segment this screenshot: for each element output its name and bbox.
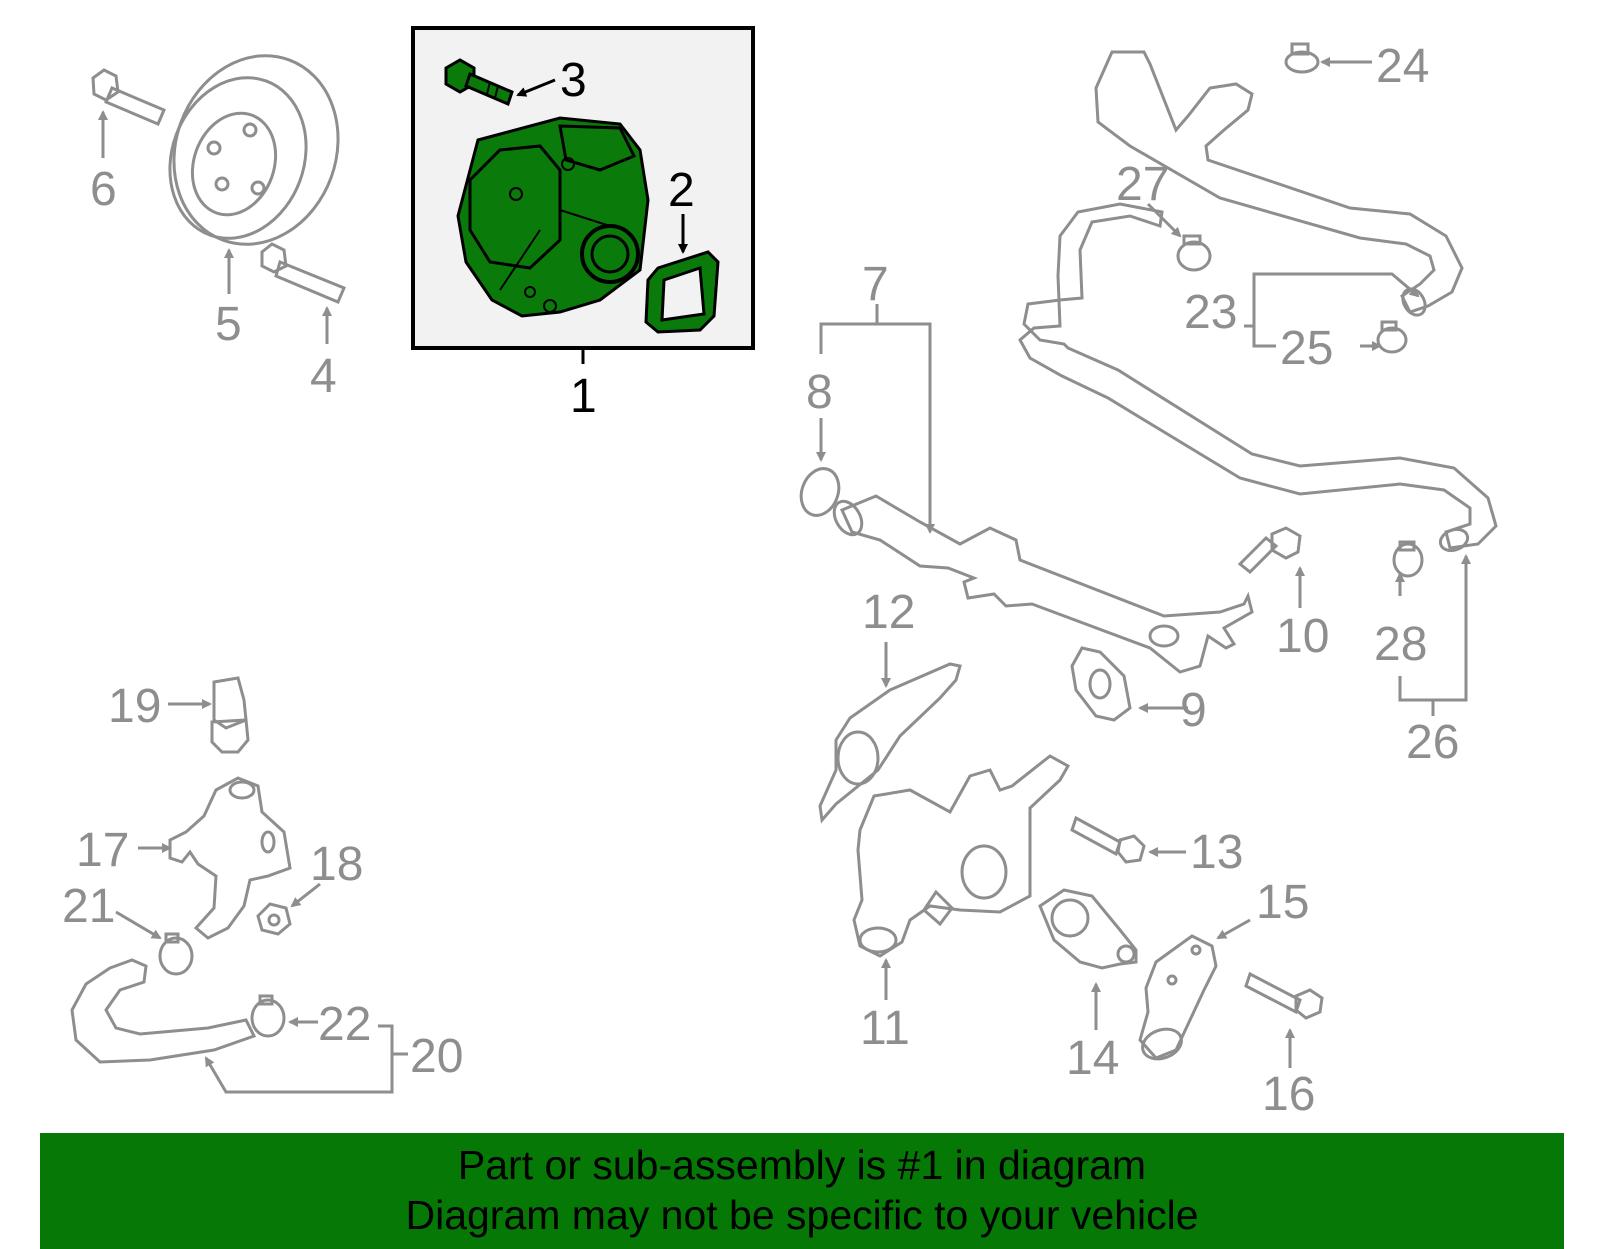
callout-13[interactable]: 13 bbox=[1190, 826, 1243, 879]
callout-22[interactable]: 22 bbox=[318, 998, 371, 1051]
part-4-bolt[interactable] bbox=[260, 242, 346, 304]
part-27-clamp[interactable] bbox=[1176, 234, 1212, 272]
callout-25[interactable]: 25 bbox=[1280, 322, 1333, 375]
svg-text:10: 10 bbox=[1276, 610, 1329, 663]
callout-18[interactable]: 18 bbox=[310, 838, 363, 891]
part-24-clamp[interactable] bbox=[1284, 42, 1320, 74]
part-7-pipe[interactable] bbox=[829, 494, 1254, 674]
svg-text:23: 23 bbox=[1184, 286, 1237, 339]
callout-9[interactable]: 9 bbox=[1180, 684, 1207, 737]
svg-text:17: 17 bbox=[76, 824, 129, 877]
part-22-clamp[interactable] bbox=[250, 994, 286, 1038]
callout-26[interactable]: 26 bbox=[1406, 716, 1459, 769]
part-1-water-pump[interactable] bbox=[456, 116, 650, 318]
svg-text:12: 12 bbox=[862, 586, 915, 639]
part-18-nut[interactable] bbox=[256, 902, 292, 936]
svg-text:26: 26 bbox=[1406, 716, 1459, 769]
svg-text:8: 8 bbox=[806, 366, 833, 419]
part-8-oring[interactable] bbox=[795, 463, 845, 520]
callout-20[interactable]: 20 bbox=[410, 1030, 463, 1083]
part-12-gasket[interactable] bbox=[818, 662, 962, 824]
callout-11[interactable]: 11 bbox=[860, 1002, 910, 1055]
part-21-clamp[interactable] bbox=[158, 932, 194, 976]
svg-text:24: 24 bbox=[1376, 40, 1429, 93]
callout-5[interactable]: 5 bbox=[215, 298, 242, 351]
part-13-bolt[interactable] bbox=[1070, 815, 1146, 864]
part-3-bolt[interactable] bbox=[444, 58, 514, 107]
callout-27[interactable]: 27 bbox=[1116, 158, 1169, 211]
callout-17[interactable]: 17 bbox=[76, 824, 129, 877]
part-5-pulley[interactable] bbox=[148, 32, 364, 267]
svg-text:2: 2 bbox=[668, 164, 695, 217]
callout-19[interactable]: 19 bbox=[108, 680, 161, 733]
part-10-bolt[interactable] bbox=[1237, 526, 1302, 575]
part-16-bolt[interactable] bbox=[1244, 971, 1324, 1020]
svg-text:1: 1 bbox=[570, 370, 597, 423]
callout-24[interactable]: 24 bbox=[1376, 40, 1429, 93]
callout-3[interactable]: 3 bbox=[516, 54, 587, 107]
callout-23[interactable]: 23 bbox=[1184, 286, 1237, 339]
callout-2[interactable]: 2 bbox=[668, 164, 695, 254]
callout-7[interactable]: 7 bbox=[862, 258, 889, 311]
svg-text:3: 3 bbox=[560, 54, 587, 107]
callout-28[interactable]: 28 bbox=[1374, 618, 1427, 671]
svg-text:13: 13 bbox=[1190, 826, 1243, 879]
part-19-sensor[interactable] bbox=[210, 676, 250, 754]
part-2-gasket[interactable] bbox=[644, 250, 720, 334]
svg-text:16: 16 bbox=[1262, 1068, 1315, 1121]
part-26-hose[interactable] bbox=[1018, 202, 1498, 554]
callout-1[interactable]: 1 bbox=[570, 350, 597, 423]
svg-text:19: 19 bbox=[108, 680, 161, 733]
svg-text:27: 27 bbox=[1116, 158, 1169, 211]
callout-6[interactable]: 6 bbox=[90, 163, 117, 216]
callout-4[interactable]: 4 bbox=[310, 350, 337, 403]
svg-text:4: 4 bbox=[310, 350, 337, 403]
callout-10[interactable]: 10 bbox=[1276, 610, 1329, 663]
svg-text:20: 20 bbox=[410, 1030, 463, 1083]
part-28-clamp[interactable] bbox=[1392, 540, 1424, 578]
callout-leaders bbox=[98, 57, 1471, 1094]
callout-8[interactable]: 8 bbox=[806, 366, 833, 419]
callout-14[interactable]: 14 bbox=[1066, 1032, 1119, 1085]
svg-text:5: 5 bbox=[215, 298, 242, 351]
callout-12[interactable]: 12 bbox=[862, 586, 915, 639]
svg-text:14: 14 bbox=[1066, 1032, 1119, 1085]
part-6-bolt[interactable] bbox=[91, 68, 166, 126]
part-11-housing[interactable] bbox=[852, 754, 1071, 958]
svg-text:28: 28 bbox=[1374, 618, 1427, 671]
part-9-gasket[interactable] bbox=[1070, 646, 1132, 722]
svg-text:25: 25 bbox=[1280, 322, 1333, 375]
callout-21[interactable]: 21 bbox=[62, 880, 115, 933]
part-20-hose[interactable] bbox=[70, 958, 257, 1064]
info-banner: Part or sub-assembly is #1 in diagram Di… bbox=[40, 1133, 1564, 1249]
callout-15[interactable]: 15 bbox=[1256, 876, 1309, 929]
callout-16[interactable]: 16 bbox=[1262, 1068, 1315, 1121]
gray-parts bbox=[70, 32, 1498, 1064]
svg-text:22: 22 bbox=[318, 998, 371, 1051]
svg-text:6: 6 bbox=[90, 163, 117, 216]
part-14-thermostat[interactable] bbox=[1038, 888, 1138, 970]
banner-line-1: Part or sub-assembly is #1 in diagram bbox=[457, 1142, 1147, 1188]
part-15-outlet[interactable] bbox=[1138, 934, 1218, 1064]
part-25-clamp[interactable] bbox=[1376, 320, 1408, 354]
svg-text:11: 11 bbox=[860, 1002, 910, 1055]
banner-line-2: Diagram may not be specific to your vehi… bbox=[405, 1192, 1199, 1238]
svg-text:21: 21 bbox=[62, 880, 115, 933]
svg-text:18: 18 bbox=[310, 838, 363, 891]
svg-text:15: 15 bbox=[1256, 876, 1309, 929]
svg-text:7: 7 bbox=[862, 258, 889, 311]
svg-text:9: 9 bbox=[1180, 684, 1207, 737]
part-23-hose[interactable] bbox=[1094, 50, 1464, 319]
